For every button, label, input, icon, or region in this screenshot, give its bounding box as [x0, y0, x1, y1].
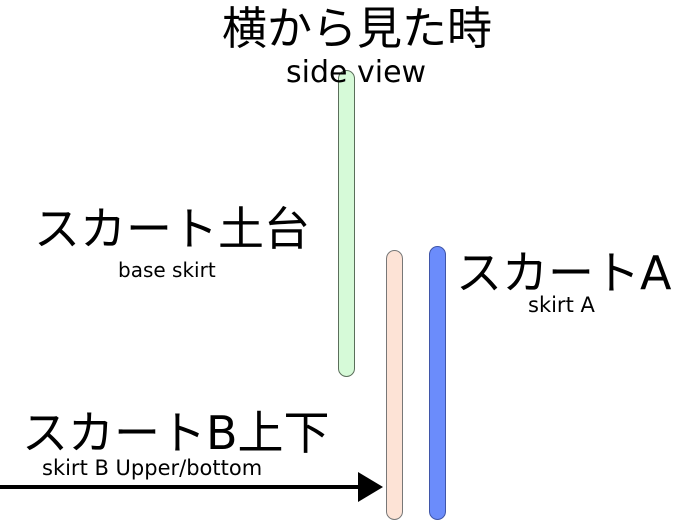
skirt-a-label-en: skirt A [528, 293, 595, 317]
skirt-a-label-ja: スカートA [456, 246, 672, 300]
base-skirt-bar [338, 70, 355, 377]
skirt-b-label-en: skirt B Upper/bottom [42, 456, 263, 480]
skirt-b-label-ja: スカートB上下 [22, 406, 330, 460]
base-skirt-label-en: base skirt [118, 258, 216, 282]
base-skirt-label-ja: スカート土台 [34, 202, 310, 256]
arrow [0, 472, 383, 502]
arrow-head-icon [358, 472, 383, 502]
title-ja: 横から見た時 [222, 2, 493, 55]
title-en: side view [286, 55, 427, 90]
